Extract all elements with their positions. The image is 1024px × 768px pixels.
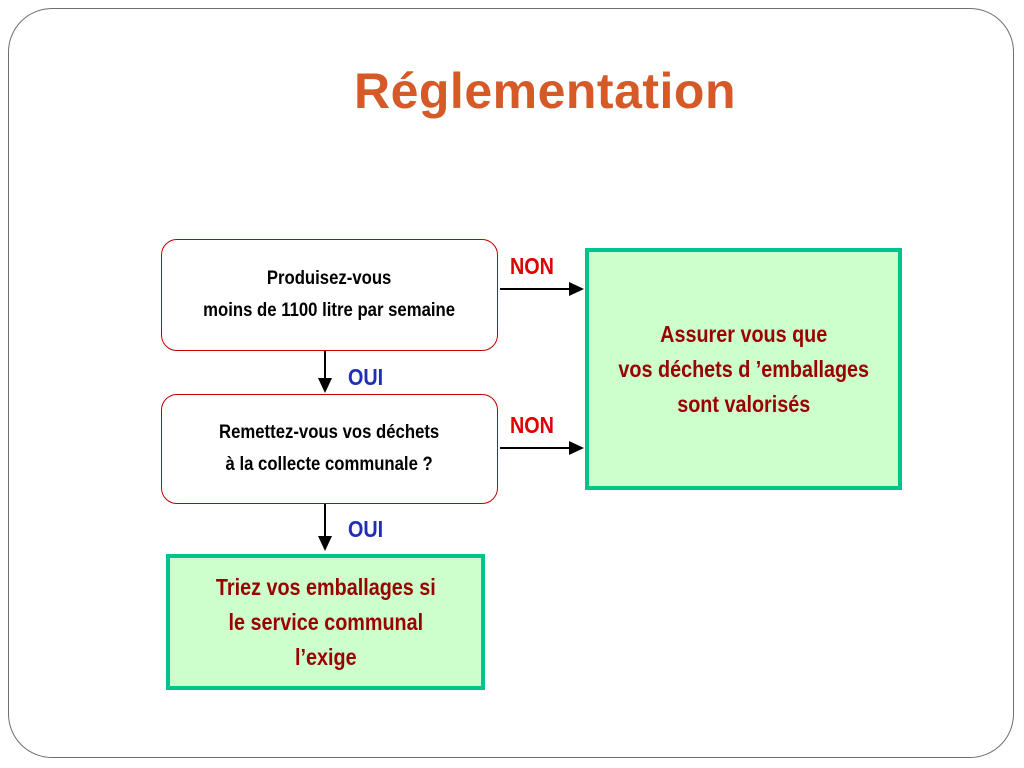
question-box-2: Remettez-vous vos déchets à la collecte …	[161, 394, 498, 504]
result-right-line-1: Assurer vous que	[659, 320, 828, 347]
question-1-text: Produisez-vous moins de 1100 litre par s…	[204, 263, 456, 327]
label-oui-2: OUI	[348, 516, 384, 542]
question-1-line-1: Produisez-vous	[267, 268, 392, 289]
arrow-head-right-2	[569, 441, 584, 455]
result-bottom-line-1: Triez vos emballages si	[215, 573, 436, 600]
result-bottom-text: Triez vos emballages si le service commu…	[216, 570, 436, 675]
result-box-bottom: Triez vos emballages si le service commu…	[166, 554, 485, 690]
label-non-1: NON	[510, 253, 554, 279]
result-bottom-line-2: le service communal	[228, 608, 423, 635]
question-2-line-1: Remettez-vous vos déchets	[219, 422, 440, 443]
label-non-2: NON	[510, 412, 554, 438]
arrow-head-right-1	[569, 282, 584, 296]
label-oui-1: OUI	[348, 364, 384, 390]
arrow-head-down-1	[318, 378, 332, 393]
result-right-text: Assurer vous que vos déchets d ’emballag…	[618, 317, 869, 422]
result-bottom-line-3: l’exige	[294, 643, 357, 670]
question-2-line-2: à la collecte communale ?	[225, 454, 434, 475]
result-box-right: Assurer vous que vos déchets d ’emballag…	[585, 248, 902, 490]
slide-frame	[8, 8, 1014, 758]
arrow-head-down-2	[318, 536, 332, 551]
result-right-line-2: vos déchets d ’emballages	[618, 355, 869, 382]
question-box-1: Produisez-vous moins de 1100 litre par s…	[161, 239, 498, 351]
slide-title: Réglementation	[353, 63, 737, 119]
question-2-text: Remettez-vous vos déchets à la collecte …	[219, 417, 439, 481]
result-right-line-3: sont valorisés	[676, 390, 811, 417]
question-1-line-2: moins de 1100 litre par semaine	[203, 300, 456, 321]
